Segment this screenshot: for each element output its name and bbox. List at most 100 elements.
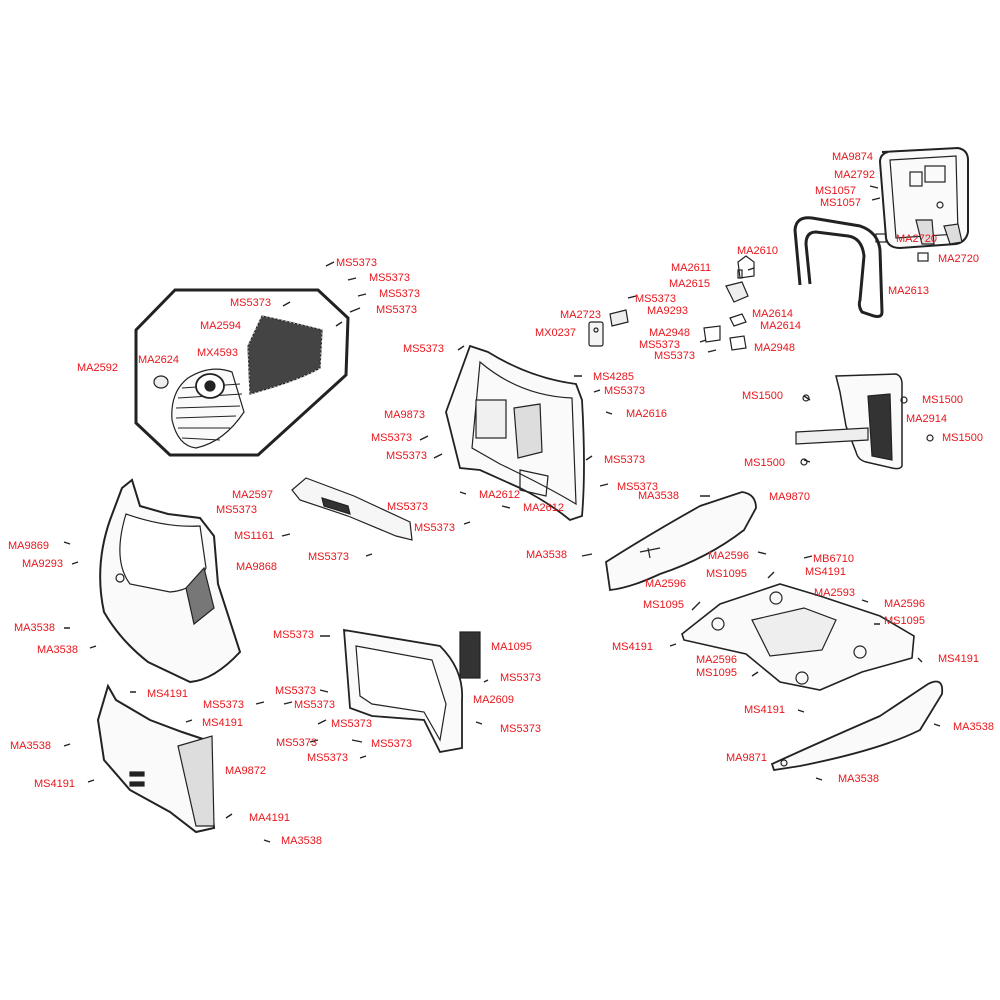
label-MA3538: MA3538 [14, 622, 55, 634]
label-MS4191: MS4191 [744, 704, 785, 716]
label-MS5373: MS5373 [414, 522, 455, 534]
label-MA2615: MA2615 [669, 278, 710, 290]
label-MA9870: MA9870 [769, 491, 810, 503]
label-MS4191: MS4191 [612, 641, 653, 653]
bracket-part [795, 373, 934, 470]
fastener-marks [63, 185, 941, 843]
label-MA9873: MA9873 [384, 409, 425, 421]
label-MA2596: MA2596 [708, 550, 749, 562]
glovebox-lid-part [878, 146, 969, 250]
label-MS5373: MS5373 [369, 272, 410, 284]
label-MX0237: MX0237 [535, 327, 576, 339]
front-grille-part [153, 368, 245, 449]
side-panel-part [605, 491, 757, 591]
label-MS1095: MS1095 [643, 599, 684, 611]
label-MS5373: MS5373 [376, 304, 417, 316]
label-MA2948: MA2948 [754, 342, 795, 354]
label-MS5373: MS5373 [308, 551, 349, 563]
label-MS1161: MS1161 [234, 530, 275, 542]
label-MA3538: MA3538 [281, 835, 322, 847]
label-MA2596: MA2596 [884, 598, 925, 610]
label-MA2616: MA2616 [626, 408, 667, 420]
clip-part [917, 252, 929, 262]
label-MA9871: MA9871 [726, 752, 767, 764]
label-MS5373: MS5373 [639, 339, 680, 351]
label-MA9293: MA9293 [22, 558, 63, 570]
label-MS5373: MS5373 [379, 288, 420, 300]
label-MA2612: MA2612 [523, 502, 564, 514]
label-MA3538: MA3538 [37, 644, 78, 656]
label-MS5373: MS5373 [216, 504, 257, 516]
inner-lower-panel-part [343, 628, 481, 754]
label-MS5373: MS5373 [371, 432, 412, 444]
label-MS1500: MS1500 [922, 394, 963, 406]
label-MS5373: MS5373 [371, 738, 412, 750]
label-MS5373: MS5373 [500, 723, 541, 735]
label-MA2593: MA2593 [814, 587, 855, 599]
floor-frame-part [681, 583, 915, 691]
grille-inset-frame [134, 288, 350, 457]
label-MB6710: MB6710 [813, 553, 854, 565]
label-MA2614: MA2614 [760, 320, 801, 332]
label-MS5373: MS5373 [276, 737, 317, 749]
label-MS5373: MS5373 [500, 672, 541, 684]
seal-loop-part [793, 216, 884, 318]
label-MA2592: MA2592 [77, 362, 118, 374]
label-MA3538: MA3538 [953, 721, 994, 733]
label-MA2948: MA2948 [649, 327, 690, 339]
label-MS4191: MS4191 [938, 653, 979, 665]
label-MS5373: MS5373 [617, 481, 658, 493]
label-MS5373: MS5373 [604, 385, 645, 397]
label-MS5373: MS5373 [386, 450, 427, 462]
label-MS5373: MS5373 [230, 297, 271, 309]
label-MA9293: MA9293 [647, 305, 688, 317]
label-MS4191: MS4191 [147, 688, 188, 700]
mesh-grille-part [247, 315, 323, 395]
label-MS5373: MS5373 [331, 718, 372, 730]
label-MS1095: MS1095 [884, 615, 925, 627]
label-MS5373: MS5373 [275, 685, 316, 697]
label-MS1095: MS1095 [696, 667, 737, 679]
label-MA2609: MA2609 [473, 694, 514, 706]
label-MS1057: MS1057 [815, 185, 856, 197]
label-MA3538: MA3538 [10, 740, 51, 752]
strip-part [291, 477, 413, 541]
label-MA1095: MA1095 [491, 641, 532, 653]
label-MS5373: MS5373 [273, 629, 314, 641]
label-MA2610: MA2610 [737, 245, 778, 257]
label-MA9874: MA9874 [832, 151, 873, 163]
label-MS5373: MS5373 [307, 752, 348, 764]
label-MA2720: MA2720 [938, 253, 979, 265]
inner-panel-part [445, 344, 585, 522]
label-MS4191: MS4191 [805, 566, 846, 578]
label-MS5373: MS5373 [387, 501, 428, 513]
label-MA2597: MA2597 [232, 489, 273, 501]
lock-mechanism-parts [588, 255, 755, 351]
label-MA3538: MA3538 [638, 490, 679, 502]
label-MA2624: MA2624 [138, 354, 179, 366]
label-MS5373: MS5373 [203, 699, 244, 711]
label-MA4191: MA4191 [249, 812, 290, 824]
label-MS1500: MS1500 [742, 390, 783, 402]
label-MS4285: MS4285 [593, 371, 634, 383]
label-MA3538: MA3538 [838, 773, 879, 785]
label-MA2611: MA2611 [671, 262, 712, 274]
lower-side-strip-part [770, 680, 944, 772]
label-MS5373: MS5373 [336, 257, 377, 269]
label-MS5373: MS5373 [604, 454, 645, 466]
label-MS1057: MS1057 [820, 197, 861, 209]
label-MS4191: MS4191 [34, 778, 75, 790]
label-MS5373: MS5373 [635, 293, 676, 305]
label-MA9868: MA9868 [236, 561, 277, 573]
label-MA2614: MA2614 [752, 308, 793, 320]
label-MS1500: MS1500 [942, 432, 983, 444]
label-MA2612: MA2612 [479, 489, 520, 501]
lower-front-cover-part [96, 683, 216, 834]
label-MS5373: MS5373 [403, 343, 444, 355]
label-MA9872: MA9872 [225, 765, 266, 777]
label-MA2613: MA2613 [888, 285, 929, 297]
label-MA2596: MA2596 [645, 578, 686, 590]
label-MS4191: MS4191 [202, 717, 243, 729]
